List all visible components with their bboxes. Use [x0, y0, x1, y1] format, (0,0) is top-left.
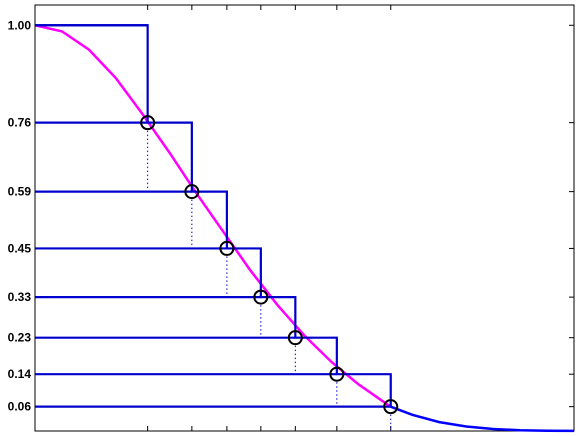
y-tick-label: 0.14: [8, 367, 32, 381]
curve-magenta: [34, 24, 392, 408]
step-outline: [35, 24, 392, 407]
y-tick-label: 0.76: [8, 116, 32, 130]
plot-area: 1.00 0.76 0.59 0.45 0.33 0.23 0.14 0.06: [8, 4, 575, 433]
data-point-marker: [219, 240, 235, 256]
y-tick-label: 1.00: [8, 18, 32, 32]
y-tick-label: 0.06: [8, 400, 32, 414]
data-point-marker: [253, 289, 269, 305]
curve-blue: [390, 405, 575, 433]
data-point-marker: [329, 366, 345, 382]
data-point-marker: [184, 184, 200, 200]
data-point-marker: [383, 399, 399, 415]
y-tick-label: 0.45: [8, 241, 32, 255]
data-point-marker: [140, 115, 156, 131]
y-tick-label: 0.33: [8, 290, 32, 304]
y-tick-label: 0.59: [8, 185, 32, 199]
y-tick-label: 0.23: [8, 331, 32, 345]
data-point-marker: [287, 330, 303, 346]
plot-frame: [34, 4, 575, 432]
